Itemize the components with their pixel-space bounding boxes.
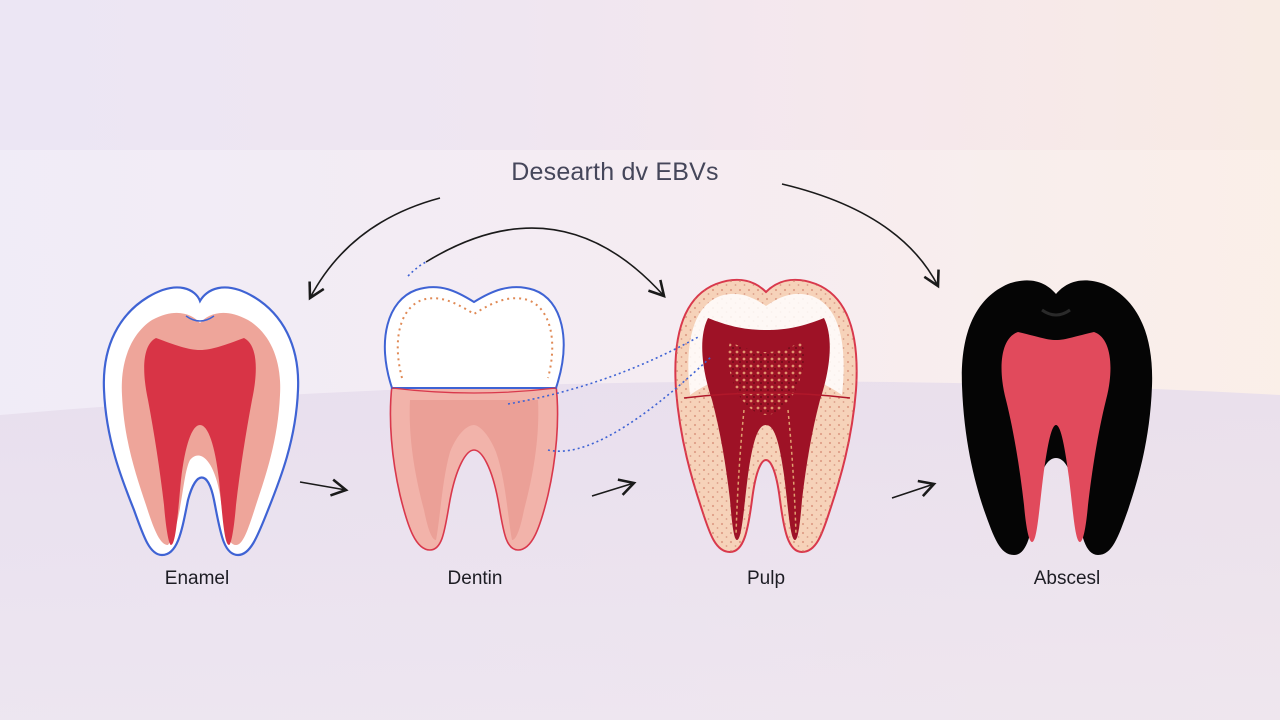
progress-arrow-2 [591, 478, 637, 497]
curved-arrow-middle [425, 227, 666, 298]
dentin-gumline [391, 387, 557, 394]
stage-label-enamel: Enamel [164, 568, 230, 589]
progress-arrow-3 [891, 479, 937, 499]
pulp-gumline [683, 392, 851, 399]
dentin-inner-shade [409, 400, 539, 540]
dotted-connector-1 [407, 261, 427, 277]
stage-label-pulp: Pulp [746, 568, 786, 589]
stage-label-dentin: Dentin [447, 568, 503, 589]
tooth-abscess [961, 280, 1153, 555]
tooth-dentin [383, 286, 565, 551]
dentin-crown [383, 286, 565, 389]
dentin-crown-dotted-line [396, 297, 554, 379]
diagram-title: Desearth dv EBVs [511, 158, 719, 186]
dotted-connector-2 [507, 335, 701, 405]
tooth-pulp [674, 278, 858, 554]
stage-label-abscess: Abscesl [1033, 568, 1101, 589]
curved-arrow-right [781, 183, 940, 289]
background-floor [0, 381, 1280, 720]
tooth-enamel [102, 286, 300, 557]
progress-arrow-1 [299, 478, 349, 497]
enamel-pulp [144, 338, 256, 545]
enamel-groove [185, 315, 215, 322]
pulp-decay-texture [727, 342, 805, 415]
abscess-pulp [1001, 332, 1111, 542]
dotted-connector-3 [547, 355, 713, 452]
curved-arrow-left [308, 197, 441, 301]
abscess-cusp-shadow [1041, 308, 1071, 317]
pulp-canal-lines [735, 409, 797, 536]
